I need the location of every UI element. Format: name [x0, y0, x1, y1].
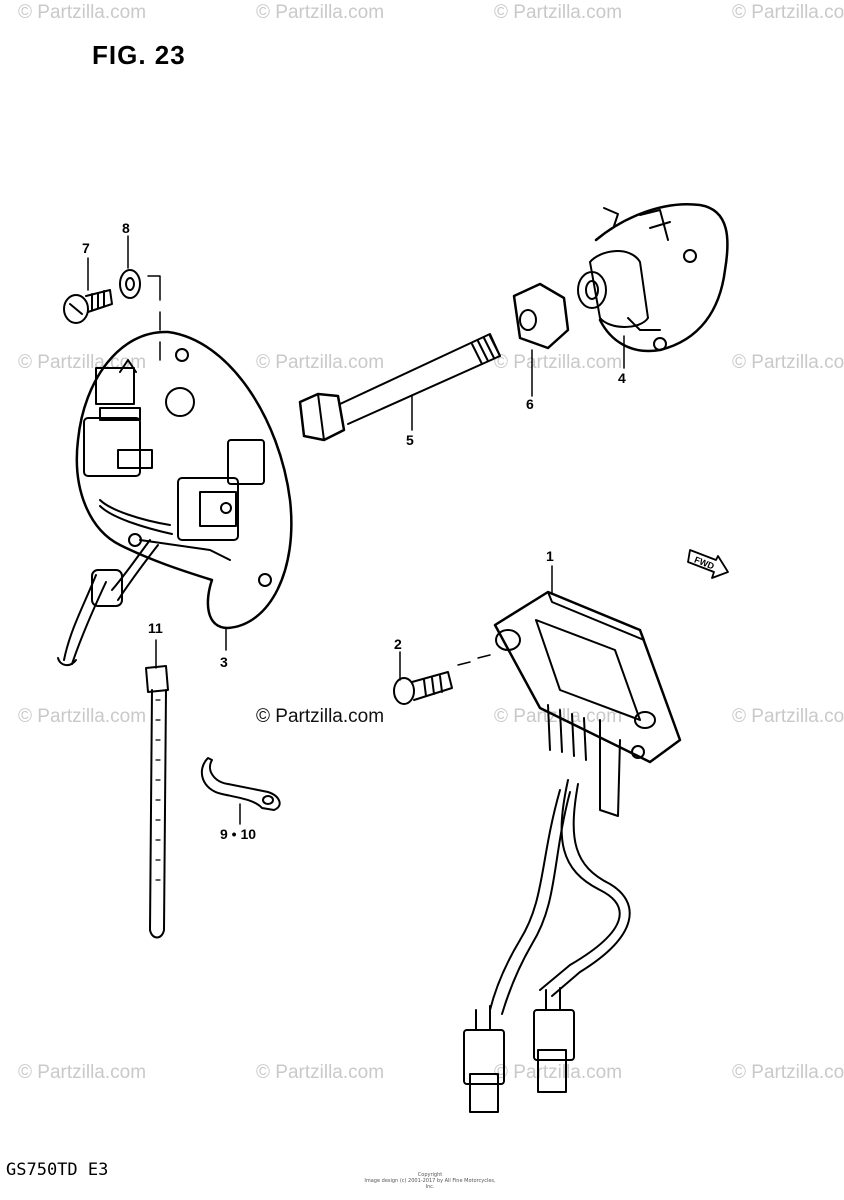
callout-3[interactable]: 3 — [220, 654, 228, 670]
watermark: © Partzilla.com — [494, 2, 623, 23]
watermark: © Partzilla.com — [494, 352, 623, 373]
pickup-base-plate — [57, 330, 293, 666]
watermark: © Partzilla.com — [18, 1062, 147, 1083]
copyright-line: Copyright — [417, 1172, 443, 1178]
callout-2[interactable]: 2 — [394, 636, 402, 652]
model-code: GS750TD E3 — [6, 1160, 109, 1180]
callout-1[interactable]: 1 — [546, 548, 554, 564]
igniter-unit-1 — [463, 590, 682, 1113]
watermark: © Partzilla.com — [18, 706, 147, 727]
callout-9-10[interactable]: 9 • 10 — [220, 826, 257, 842]
washer-8 — [119, 269, 141, 299]
callout-8[interactable]: 8 — [122, 220, 130, 236]
nut-6 — [512, 282, 570, 350]
bolt-5 — [298, 333, 501, 442]
callout-11[interactable]: 11 — [148, 620, 163, 636]
callout-7[interactable]: 7 — [82, 240, 90, 256]
watermark: © Partzilla.com — [256, 1062, 385, 1083]
clamp-9-10 — [200, 757, 281, 811]
tie-strap-11 — [145, 665, 169, 939]
watermark: © Partzilla.com — [494, 1062, 623, 1083]
figure-title: FIG. 23 — [92, 40, 186, 70]
screw-2 — [393, 654, 491, 705]
watermark: © Partzilla.com — [256, 2, 385, 23]
governor-4 — [577, 202, 729, 353]
copyright-fine-print: Copyright Image design (c) 2001-2017 by … — [360, 1172, 500, 1190]
watermark: © Partzilla.com — [732, 2, 844, 23]
watermark: © Partzilla.com — [732, 352, 844, 373]
center-watermark: © Partzilla.com — [256, 706, 385, 727]
watermark: © Partzilla.com — [256, 352, 385, 373]
callout-5[interactable]: 5 — [406, 432, 414, 448]
callout-6[interactable]: 6 — [526, 396, 534, 412]
watermark: © Partzilla.com — [732, 1062, 844, 1083]
copyright-line: Image design (c) 2001-2017 by All Fine M… — [364, 1178, 496, 1190]
watermark: © Partzilla.com — [18, 2, 147, 23]
screw-7 — [63, 289, 113, 324]
fwd-arrow — [687, 549, 729, 579]
callout-4[interactable]: 4 — [618, 370, 626, 386]
watermark: © Partzilla.com — [732, 706, 844, 727]
